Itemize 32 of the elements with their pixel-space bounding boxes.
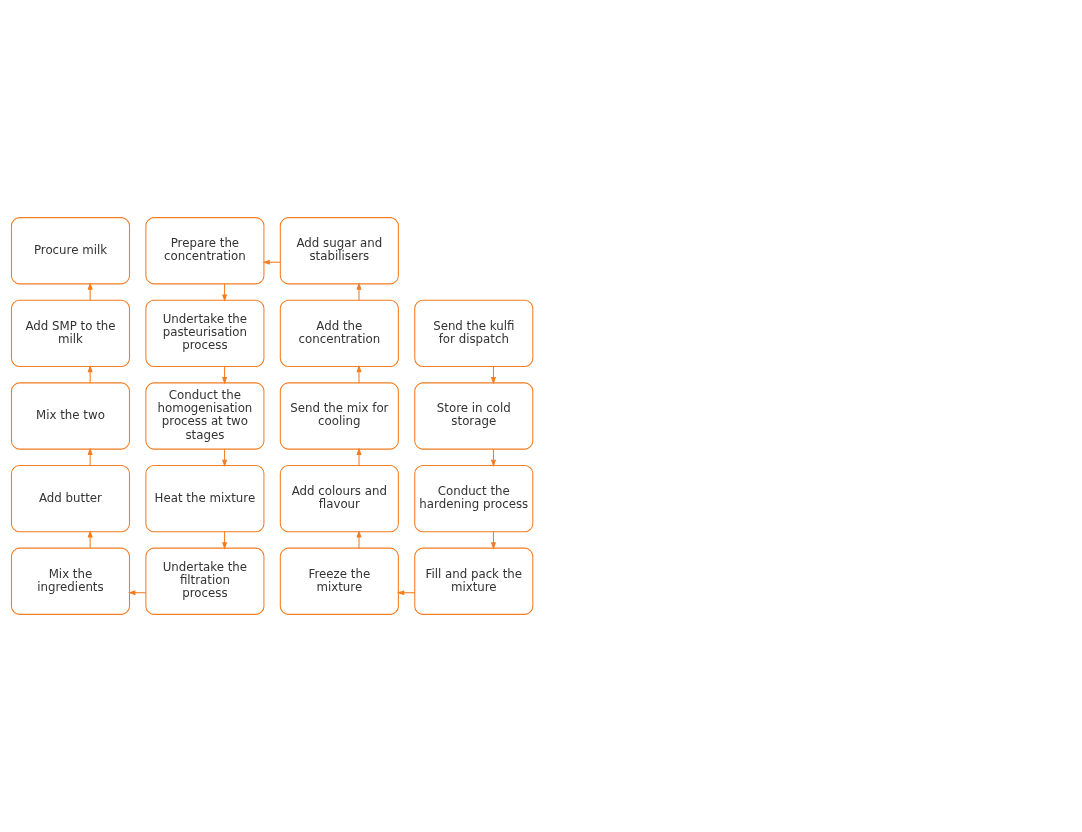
arrow (87, 447, 93, 467)
node-box: Undertake the filtration process (145, 547, 265, 615)
arrow (490, 448, 497, 468)
node-box: Mix the ingredients (10, 547, 130, 615)
arrow (262, 259, 281, 265)
node-box: Mix the two (10, 382, 130, 450)
node-box: Add butter (10, 465, 130, 533)
arrow (356, 364, 362, 384)
node-box: Send the mix for cooling (279, 382, 399, 450)
node-box: Store in cold storage (414, 382, 534, 450)
arrow (87, 364, 93, 384)
arrow (128, 590, 147, 596)
arrow (222, 448, 228, 468)
node-box: Add SMP to the milk (10, 299, 130, 367)
arrow (356, 447, 362, 467)
arrow (87, 530, 93, 549)
node-box: Freeze the mixture (279, 547, 399, 615)
node-box: Add colours and flavour (279, 465, 399, 533)
node-box: Add the concentration (279, 299, 399, 367)
node-box: Prepare the concentration (145, 217, 265, 285)
node-box: Fill and pack the mixture (414, 547, 534, 615)
node-box: Procure milk (10, 217, 130, 285)
arrow (87, 282, 93, 301)
node-box: Undertake the pasteurisation process (145, 299, 265, 367)
node-box: Add sugar and stabilisers (279, 217, 399, 285)
arrow (356, 282, 362, 301)
node-box: Conduct the homogenisation process at two stages (145, 382, 265, 450)
node-box: Heat the mixture (145, 465, 265, 533)
node-box: Send the kulfi for dispatch (414, 299, 534, 367)
arrow (356, 530, 362, 549)
arrow (396, 590, 416, 596)
node-box: Conduct the hardening process (414, 465, 534, 533)
